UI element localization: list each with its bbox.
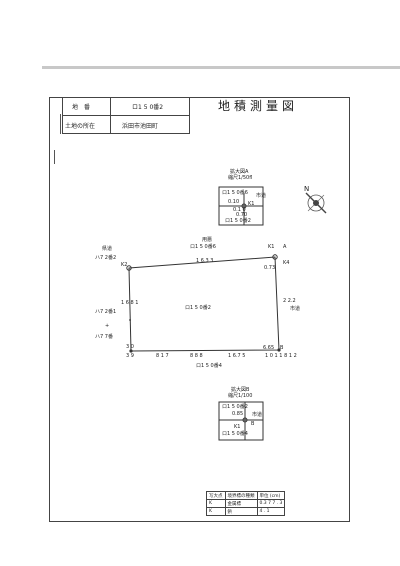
- corner-br: 1 0 1 1 8 1 2: [265, 353, 297, 359]
- legend-cell: K: [206, 507, 226, 516]
- table-row: 写大点 境界標の種類 単位 (cm): [206, 491, 286, 500]
- inset-b-label: ロ1 5 0番2: [222, 404, 248, 410]
- corner-marker-k1: [272, 254, 278, 260]
- inset-b-label: ロ1 5 0番4: [222, 431, 248, 437]
- legend-cell: 境界標の種類: [224, 491, 258, 500]
- inset-b-label: B: [251, 421, 255, 427]
- corner-br-dim: 6.65: [263, 345, 275, 351]
- scan-edge: [42, 66, 400, 69]
- inset-b-scale: 縮尺1/100: [228, 393, 253, 399]
- legend-cell: 写大点: [206, 491, 226, 500]
- corner-dim: 0.73: [264, 265, 276, 271]
- lot-number-label: 地 番: [72, 104, 91, 111]
- left-distance: 1 6.8 1: [121, 300, 139, 306]
- right-road: 市道: [290, 306, 301, 312]
- bottom-lot: ロ1 5 0番4: [196, 363, 222, 369]
- legend-cell: K: [206, 499, 226, 508]
- top-distance: 1 6.3 3: [196, 258, 214, 264]
- center-lot: ロ1 5 0番2: [185, 305, 211, 311]
- inset-a-scale: 縮尺1/50fl: [228, 175, 253, 181]
- inset-a-marker: [241, 203, 247, 209]
- inset-b-label: K1: [234, 424, 241, 430]
- corner-a: A: [283, 244, 287, 250]
- inset-a-label: ロ1 5 0番2: [225, 218, 251, 224]
- right-distance: 2 2.2: [283, 298, 296, 304]
- inset-a-label: 市道: [256, 193, 267, 199]
- inset-b-frame: [218, 401, 264, 441]
- corner-bl: 3 9: [126, 353, 134, 359]
- inset-a-label: 0.70: [236, 212, 248, 218]
- lot-boundary: [128, 256, 280, 352]
- inset-a-label: K1: [248, 201, 255, 207]
- bottom-dist-right: 1 6.7 5: [228, 353, 246, 359]
- compass-icon: [305, 192, 327, 214]
- margin-tick: [54, 150, 55, 164]
- inset-a-title: 拡大図A: [230, 169, 249, 175]
- left-lot-bot: ハ7 7番: [95, 334, 113, 340]
- corner-bm: 8 8 8: [190, 353, 203, 359]
- corner-marker-br: [277, 348, 281, 352]
- left-lot-top: ハ7 2番2: [95, 255, 117, 261]
- table-row: K 鋲 4 . 1: [206, 507, 286, 516]
- legend-cell: 0.3 7 7 . 3: [256, 499, 286, 508]
- corner-k1: K1: [268, 244, 275, 250]
- table-row: K 金属標 0.3 7 7 . 3: [206, 499, 286, 508]
- corner-br-b: B: [280, 345, 284, 351]
- legend-cell: 4 . 1: [256, 507, 286, 516]
- left-road: 県道: [102, 246, 113, 252]
- location-label: 土地の所在: [65, 123, 96, 130]
- inset-a-label: 0.10: [228, 199, 240, 205]
- inset-a-label: 0.1 0: [233, 207, 246, 213]
- lot-number-value: ロ1 5 0番2: [132, 104, 164, 111]
- legend-cell: 鋲: [224, 507, 258, 516]
- legend-cell: 単位 (cm): [256, 491, 286, 500]
- inset-b-label: 0.85: [232, 411, 244, 417]
- corner-marker-k2: [126, 265, 132, 271]
- corner-marker-bl: [129, 349, 133, 353]
- inset-b-label: 市道: [252, 412, 263, 418]
- compass-north-label: N: [304, 185, 310, 193]
- survey-sheet: [49, 97, 350, 522]
- inset-b-marker: [242, 417, 248, 423]
- margin-tick: [60, 114, 61, 134]
- location-value: 浜田市池田町: [122, 123, 159, 130]
- legend-table: 写大点 境界標の種類 単位 (cm) K 金属標 0.3 7 7 . 3 K 鋲…: [206, 491, 286, 516]
- plot-top-lot: ロ1 5 0番6: [190, 244, 216, 250]
- document-title: 地積測量図: [218, 99, 299, 113]
- corner-k2: K2: [121, 262, 128, 268]
- header-divider: [62, 115, 190, 116]
- bottom-dist-left: 8 1 7: [156, 353, 169, 359]
- legend-cell: 金属標: [224, 499, 258, 508]
- bottom-mid-point: 3 0: [126, 344, 134, 350]
- inset-a-label: ロ1 5 0番6: [222, 190, 248, 196]
- plot-top-label: 用悪: [202, 237, 213, 243]
- left-lot-mid: ハ7 2番1: [95, 309, 117, 315]
- header-column-divider: [110, 97, 111, 134]
- inset-b-title: 拡大図B: [231, 387, 250, 393]
- corner-k4: K4: [283, 260, 290, 266]
- plus-mark: +: [105, 323, 110, 329]
